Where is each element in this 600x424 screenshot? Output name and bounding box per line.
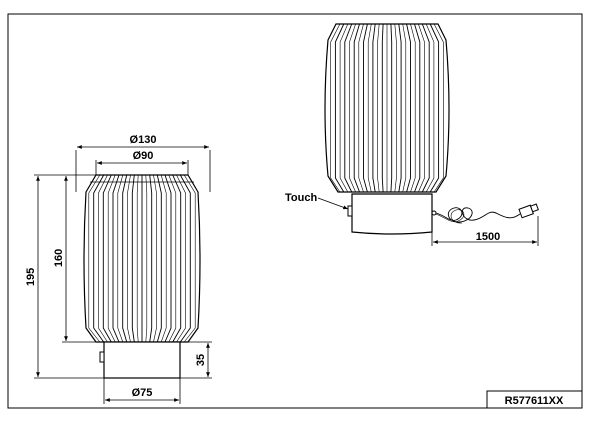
shade-rib — [425, 23, 435, 193]
shade-rib — [429, 23, 440, 193]
shade-rib — [149, 174, 153, 343]
shade-rib — [414, 23, 421, 193]
shade-rib — [353, 23, 360, 193]
product-code-box — [486, 390, 583, 409]
shade-rib — [334, 23, 345, 193]
shade-rib — [117, 174, 124, 343]
sheet-border — [7, 13, 583, 409]
shade-rib — [344, 23, 353, 193]
right-base — [351, 193, 433, 235]
left-shade-ribs — [88, 174, 196, 343]
shade-rib — [88, 174, 101, 343]
dim-shade-height: 160 — [53, 249, 65, 267]
shade-rib — [421, 23, 430, 193]
shade-rib — [127, 174, 131, 343]
shade-rib — [372, 23, 376, 193]
shade-rib — [381, 23, 384, 193]
cable-length: 1500 — [476, 231, 500, 243]
touch-leader-line — [317, 197, 349, 210]
shade-rib — [136, 174, 139, 343]
shade-rib — [418, 23, 425, 193]
right-view: Touch 1500 — [285, 23, 539, 246]
shade-rib — [363, 23, 368, 193]
power-cable-inner — [435, 209, 465, 224]
product-code: R577611XX — [505, 395, 564, 407]
usb-plug-tip — [529, 203, 539, 213]
shade-rib — [172, 174, 182, 343]
shade-rib — [410, 23, 416, 193]
shade-rib — [183, 174, 196, 343]
right-shade — [324, 23, 450, 193]
shade-rib — [398, 23, 402, 193]
shade-rib — [131, 174, 135, 343]
shade-rib — [358, 23, 364, 193]
shade-rib — [390, 23, 393, 193]
touch-label: Touch — [285, 192, 317, 204]
shade-rib — [93, 174, 105, 343]
shade-rib — [377, 23, 380, 193]
shade-rib — [330, 23, 341, 193]
dim-base-height: 35 — [195, 354, 207, 366]
dim-base-width: Ø75 — [132, 387, 153, 399]
shade-rib — [107, 174, 116, 343]
shade-rib — [402, 23, 407, 193]
shade-rib — [122, 174, 128, 343]
shade-rib — [179, 174, 191, 343]
left-base — [103, 341, 181, 379]
shade-rib — [367, 23, 372, 193]
left-touch-button — [99, 351, 105, 363]
shade-rib — [112, 174, 120, 343]
dim-outer-width: Ø130 — [130, 134, 157, 146]
shade-rib — [394, 23, 397, 193]
shade-rib — [164, 174, 172, 343]
shade-rib — [349, 23, 356, 193]
shade-rib — [168, 174, 177, 343]
shade-rib — [98, 174, 108, 343]
left-view: Ø130 Ø90 195 160 35 Ø75 — [25, 134, 212, 404]
dim-total-height: 195 — [25, 268, 37, 286]
shade-rib — [102, 174, 112, 343]
power-cable — [435, 207, 521, 223]
shade-rib — [156, 174, 162, 343]
title-block: R577611XX — [486, 390, 583, 409]
left-shade — [83, 174, 201, 343]
right-touch-button — [347, 205, 353, 217]
dim-inner-width: Ø90 — [133, 150, 154, 162]
shade-rib — [433, 23, 444, 193]
shade-rib — [339, 23, 349, 193]
shade-rib — [406, 23, 411, 193]
shade-rib — [176, 174, 186, 343]
shade-rib — [160, 174, 167, 343]
shade-rib — [153, 174, 157, 343]
right-shade-ribs — [330, 23, 444, 193]
cable-outlet — [431, 210, 437, 216]
shade-rib — [145, 174, 148, 343]
